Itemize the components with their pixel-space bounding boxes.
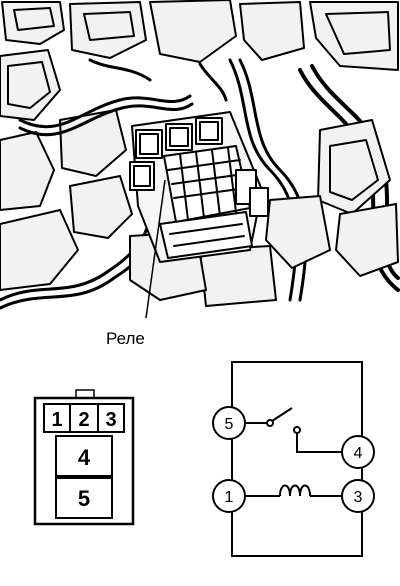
relay-connector-pinout: [33, 389, 135, 526]
schematic-terminal-4-label: 4: [354, 445, 363, 462]
schematic-terminal-3: [341, 479, 375, 513]
connector-pin-3: 3: [105, 409, 116, 431]
schematic-terminal-4: [341, 435, 375, 469]
schematic-terminal-3-label: 3: [354, 489, 363, 506]
callout-label-relay: Реле: [106, 329, 145, 348]
callout-leader-line: [145, 179, 166, 319]
switch-blade: [271, 407, 293, 422]
schematic-terminal-5-label: 5: [225, 416, 234, 433]
switch-fixed-contact: [293, 426, 301, 434]
relay-schematic: [231, 361, 363, 557]
coil-winding: [279, 484, 311, 497]
switch-common-contact: [266, 419, 274, 427]
connector-pin-4: 4: [78, 445, 91, 470]
schematic-terminal-1: [212, 479, 246, 513]
engine-bay-illustration: [0, 0, 400, 310]
switch-output-wire: [296, 433, 342, 453]
connector-pin-2: 2: [78, 409, 89, 431]
connector-pin-1: 1: [51, 409, 62, 431]
schematic-terminal-1-label: 1: [225, 489, 234, 506]
connector-pin-5: 5: [78, 486, 90, 511]
schematic-terminal-5: [212, 406, 246, 440]
